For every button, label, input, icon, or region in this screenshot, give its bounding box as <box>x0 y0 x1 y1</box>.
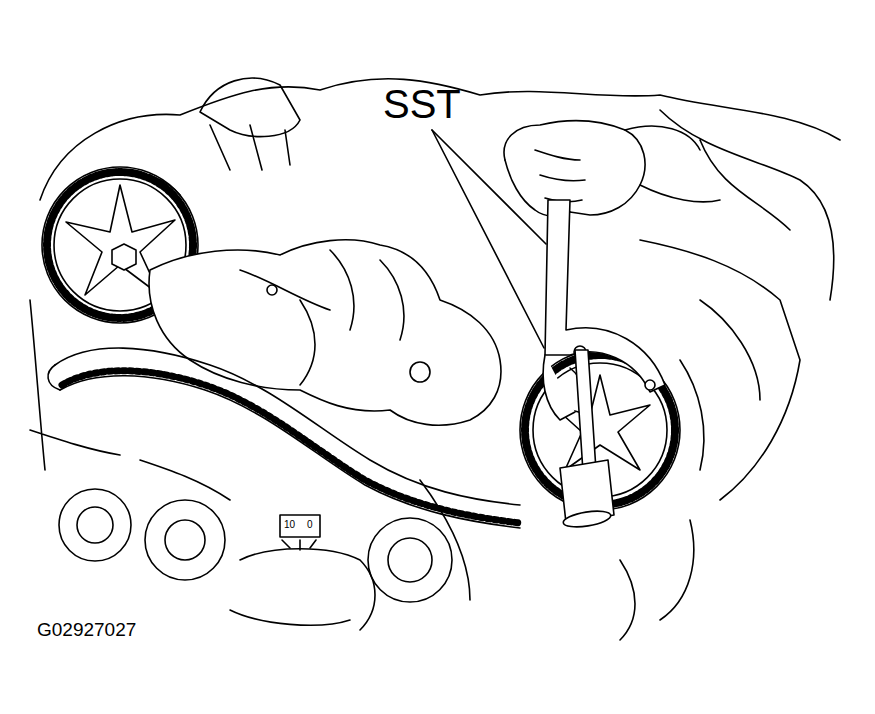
idler-pulley <box>368 518 452 602</box>
pump-housing <box>240 250 404 340</box>
holding-tool <box>543 355 575 420</box>
engine-outline <box>210 125 290 170</box>
pulley-rim <box>120 170 180 195</box>
figure-code: G02927027 <box>37 620 136 639</box>
belt-teeth <box>62 371 520 523</box>
pump-hole <box>267 285 277 295</box>
pulley-spokes <box>552 375 650 470</box>
engine-outline <box>30 300 120 470</box>
hand-fingers <box>535 150 585 202</box>
timing-belt <box>48 365 60 390</box>
wrench-handle <box>575 350 596 472</box>
scale-mark: 0 <box>306 520 314 530</box>
wrench-socket <box>562 508 612 529</box>
leader-line <box>432 130 546 244</box>
pump-housing <box>149 240 501 425</box>
timing-scale <box>282 540 316 550</box>
timing-scale <box>280 515 320 537</box>
idler-pulley <box>388 538 432 582</box>
pump-housing <box>300 300 315 385</box>
idler-pulley <box>145 500 225 580</box>
idler-pulley <box>59 489 131 561</box>
engine-outline <box>680 300 760 470</box>
engine-outline <box>620 520 694 640</box>
crank-area <box>230 549 375 630</box>
idler-pulley <box>165 520 205 560</box>
timing-belt <box>60 376 520 528</box>
arm <box>625 126 720 202</box>
pump-hole <box>410 362 430 382</box>
holding-tool <box>545 200 665 392</box>
engine-outline <box>660 110 834 300</box>
tool-label: SST <box>383 84 461 124</box>
idler-pulley <box>77 507 113 543</box>
scale-mark: 10 <box>283 520 296 530</box>
engine-outline <box>140 460 470 600</box>
engine-line-art <box>30 78 840 640</box>
tool-pin <box>645 380 655 390</box>
leader-line <box>432 130 544 348</box>
pulley-bolt <box>112 244 136 270</box>
